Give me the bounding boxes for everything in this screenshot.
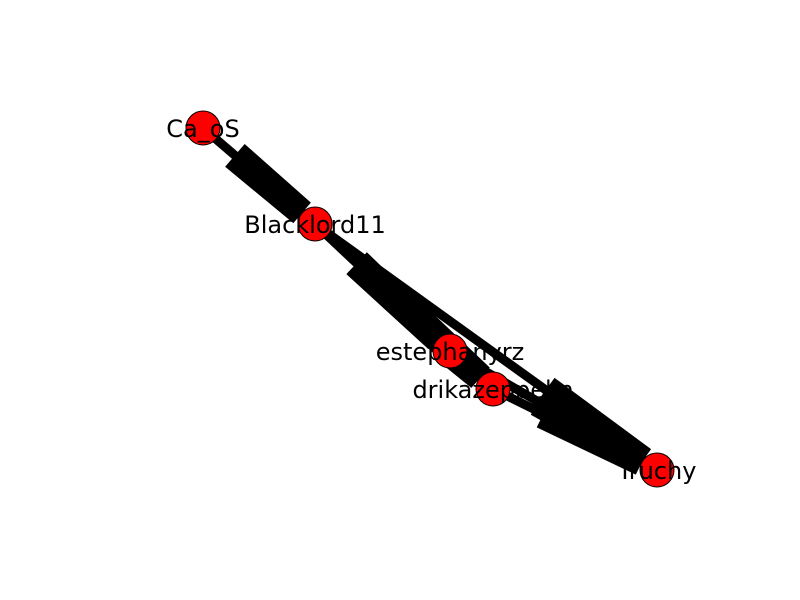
node-drika[interactable] <box>475 371 511 407</box>
edges-layer <box>200 124 660 475</box>
node-label-drika: drikazeppelin <box>412 376 573 404</box>
node-label-truchy: Truchy <box>617 457 697 485</box>
edge-calos-blacklord <box>200 124 318 228</box>
edge-arrow-head <box>225 143 311 224</box>
node-truchy[interactable] <box>639 452 675 488</box>
nodes-layer <box>185 110 675 488</box>
node-estephany[interactable] <box>432 333 468 369</box>
labels-layer: Ca_oS Blacklord11 estephanyrz drikazeppelin… <box>166 115 696 485</box>
node-label-estephany: estephanyrz <box>376 338 524 366</box>
edge-arrow-head <box>536 400 648 475</box>
node-calos[interactable] <box>185 110 221 146</box>
edge-drika-truchy <box>491 384 659 475</box>
node-blacklord[interactable] <box>297 206 333 242</box>
node-label-calos: Ca_oS <box>166 115 239 143</box>
node-label-blacklord: Blacklord11 <box>244 211 386 239</box>
